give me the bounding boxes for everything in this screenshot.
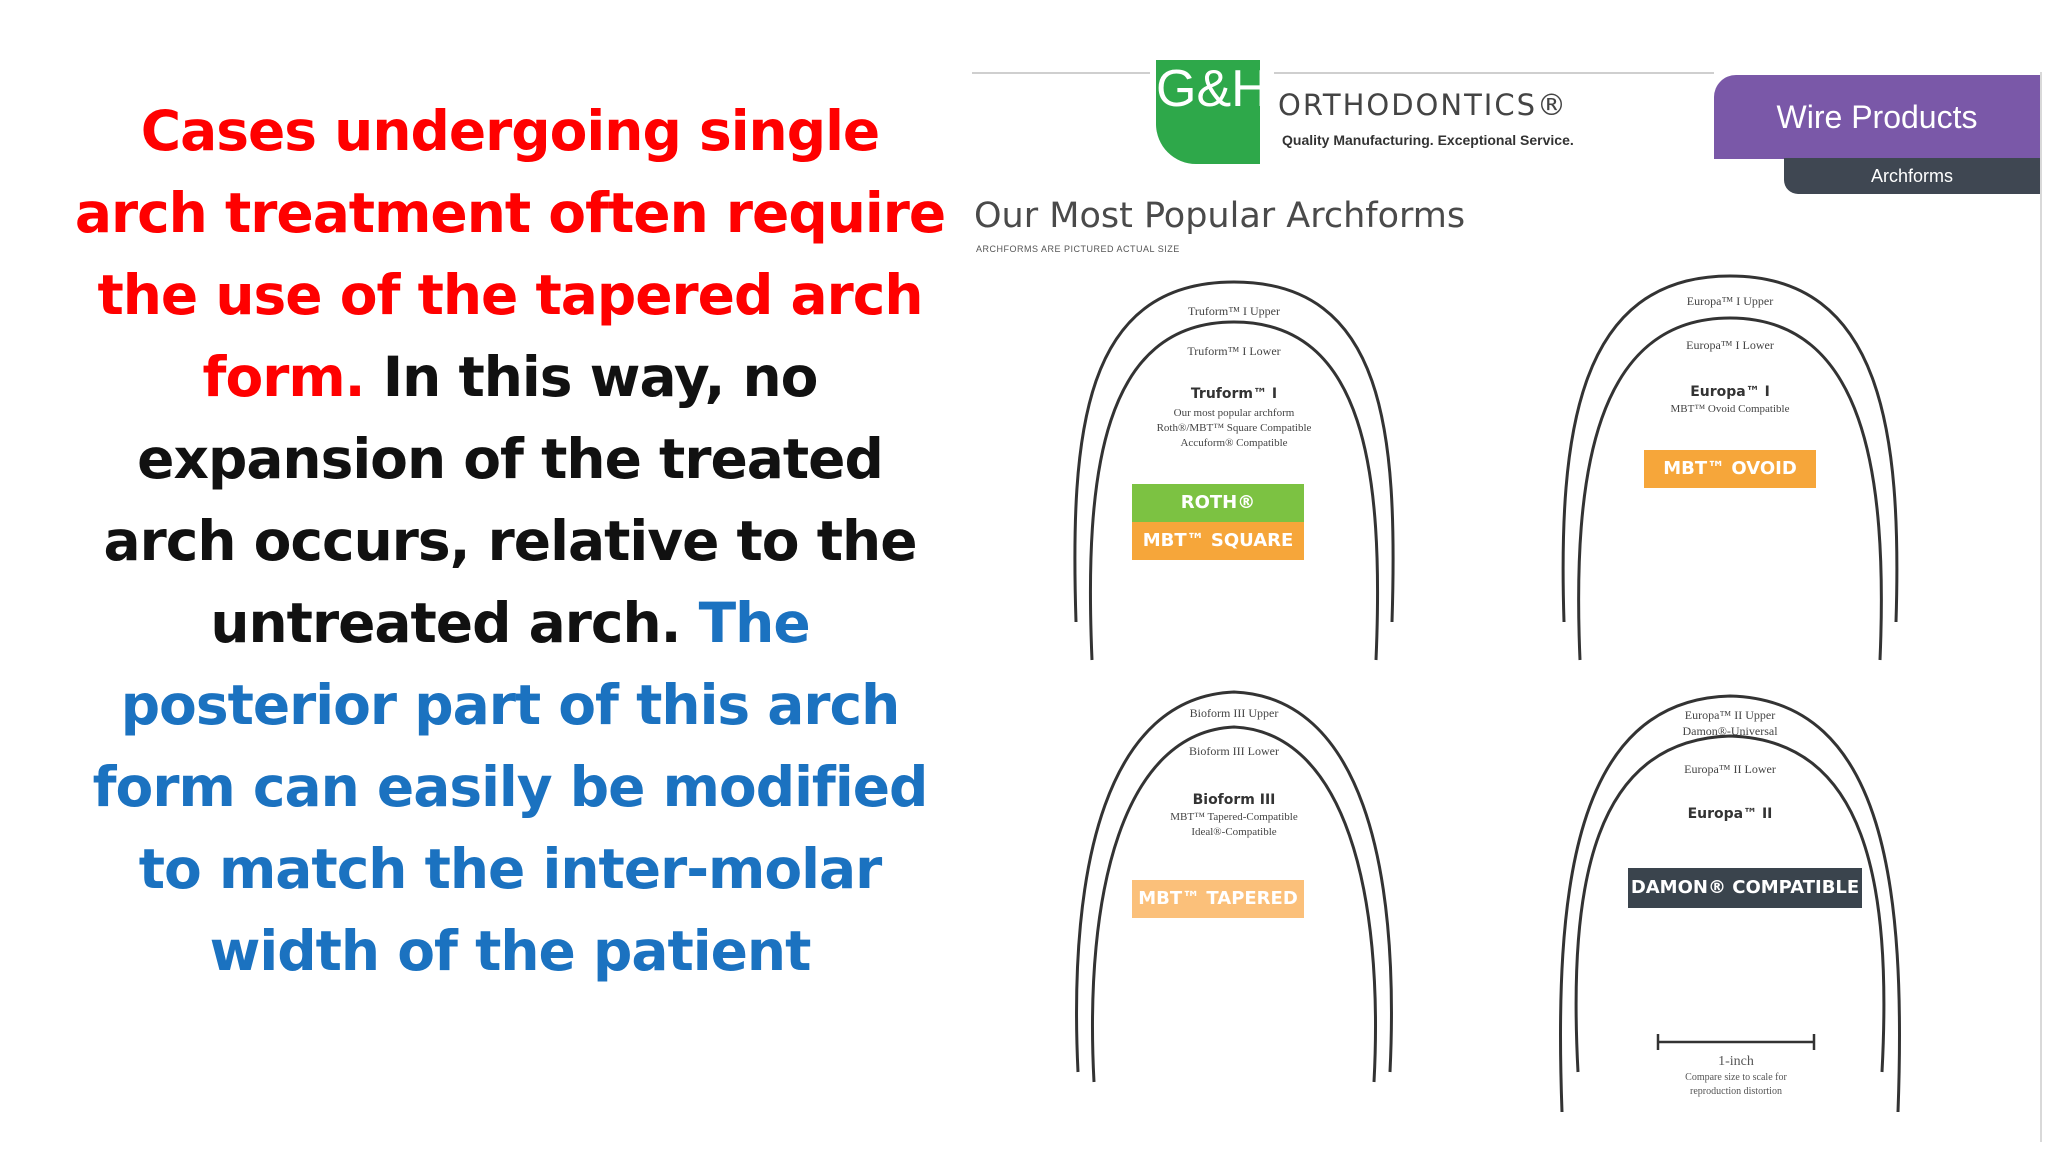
archform-diagrams <box>1073 274 1902 1113</box>
catalog-heading: Our Most Popular Archforms <box>974 196 1466 236</box>
scale-bar <box>1656 1034 1816 1050</box>
chip-damon-compatible: DAMON® COMPATIBLE <box>1628 868 1862 908</box>
europa1-upper-label: Europa™ I Upper <box>1686 294 1774 308</box>
europa2-lower-label: Europa™ II Lower <box>1684 762 1776 776</box>
bioform-upper-arch <box>1075 690 1393 1073</box>
bioform-name: Bioform III <box>1192 792 1276 808</box>
europa2-upper-arch <box>1558 694 1902 1113</box>
chip-mbt-ovoid: MBT™ OVOID <box>1644 450 1816 488</box>
bioform-upper-label: Bioform III Upper <box>1189 706 1279 720</box>
top-divider-left <box>972 72 1150 74</box>
truform-desc-line-1: Our most popular archform <box>1173 407 1295 419</box>
truform-upper-label: Truform™ I Upper <box>1188 304 1280 318</box>
scale-label: 1-inch <box>1718 1054 1754 1069</box>
tab-wire-products[interactable]: Wire Products <box>1714 75 2040 159</box>
europa1-description: MBT™ Ovoid Compatible <box>1610 402 1850 417</box>
truform-description: Our most popular archform Roth®/MBT™ Squ… <box>1114 406 1354 451</box>
europa2-upper-label: Europa™ II Upper <box>1684 708 1776 722</box>
truform-desc-line-2: Roth®/MBT™ Square Compatible <box>1156 422 1312 434</box>
europa2-lower-arch <box>1574 734 1886 1073</box>
scale-note-2: reproduction distortion <box>1690 1086 1782 1097</box>
europa1-desc-line-1: MBT™ Ovoid Compatible <box>1670 403 1790 415</box>
scale-note-1: Compare size to scale for <box>1685 1072 1787 1083</box>
chip-mbt-square: MBT™ SQUARE <box>1132 522 1304 560</box>
explanation-blue-text: The posterior part of this arch form can… <box>92 591 929 983</box>
europa1-name: Europa™ I <box>1690 384 1770 400</box>
europa2-name: Europa™ II <box>1687 806 1773 822</box>
brand-name: ORTHODONTICS® <box>1278 88 1568 122</box>
bioform-lower-arch <box>1091 725 1377 1083</box>
bioform-description: MBT™ Tapered-Compatible Ideal®-Compatibl… <box>1114 810 1354 840</box>
europa1-lower-label: Europa™ I Lower <box>1686 338 1774 352</box>
tab-archforms[interactable]: Archforms <box>1784 158 2040 194</box>
explanation-text: Cases undergoing single arch treatment o… <box>70 90 950 992</box>
gh-logo: G&H <box>1156 60 1269 164</box>
bioform-desc-line-2: Ideal®-Compatible <box>1191 826 1277 838</box>
europa1-upper-arch <box>1561 274 1899 623</box>
truform-upper-arch <box>1073 280 1395 623</box>
bioform-lower-label: Bioform III Lower <box>1189 744 1279 758</box>
truform-lower-label: Truform™ I Lower <box>1187 344 1281 358</box>
brand-tagline: Quality Manufacturing. Exceptional Servi… <box>1282 132 1574 148</box>
truform-desc-line-3: Accuform® Compatible <box>1180 437 1288 449</box>
truform-lower-arch <box>1088 320 1380 661</box>
top-divider-right <box>1274 72 1714 74</box>
explanation-black-text: In this way, no expansion of the treated… <box>103 345 917 655</box>
chip-mbt-tapered: MBT™ TAPERED <box>1132 880 1304 918</box>
archform-catalog-panel: G&H ORTHODONTICS® Quality Manufacturing.… <box>958 60 2042 1142</box>
truform-name: Truform™ I <box>1190 386 1278 402</box>
europa1-lower-arch <box>1577 316 1883 661</box>
bioform-desc-line-1: MBT™ Tapered-Compatible <box>1170 811 1298 823</box>
europa2-upper-label-2: Damon®-Universal <box>1682 724 1778 738</box>
explanation-red-text: Cases undergoing single arch treatment o… <box>74 99 946 409</box>
catalog-subheading: ARCHFORMS ARE PICTURED ACTUAL SIZE <box>976 244 1180 254</box>
chip-roth: ROTH® <box>1132 484 1304 522</box>
